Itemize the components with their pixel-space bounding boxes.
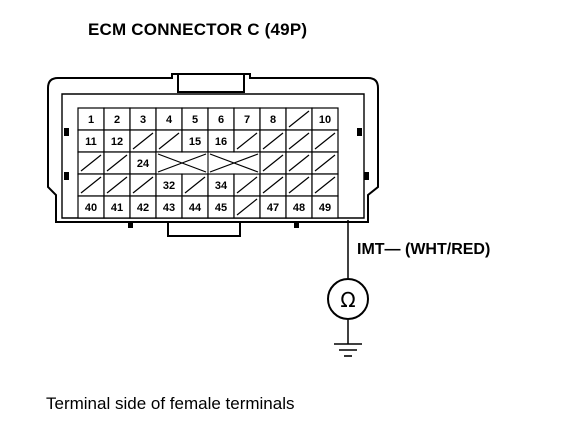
unused-terminal-mark [132,176,154,194]
housing-side-tabs [64,128,369,228]
terminal-cell [311,195,339,219]
blocked-cavity-mark [209,153,259,173]
terminal-number: 5 [192,114,198,126]
terminal-number: 3 [140,114,146,126]
terminal-number: 41 [111,202,123,214]
unused-terminal-mark [106,176,128,194]
terminal-number: 1 [88,114,94,126]
connector-housing [47,73,379,237]
unused-terminal-mark [236,198,258,216]
ground-icon [334,343,362,357]
unused-terminal-mark [314,132,336,150]
terminal-number: 42 [137,202,149,214]
unused-terminal-mark [132,132,154,150]
terminal-number: 45 [215,202,227,214]
unused-terminal-mark [80,154,102,172]
unused-terminal-mark [262,176,284,194]
terminal-number: 16 [215,136,227,148]
unused-terminal-mark [236,132,258,150]
terminal-number: 6 [218,114,224,126]
unused-terminal-mark [158,132,180,150]
terminal-number: 34 [215,180,228,192]
terminal-number: 43 [163,202,175,214]
terminal-number: 10 [319,114,331,126]
unused-terminal-mark [288,154,310,172]
terminal-number: 4 [166,114,173,126]
terminal-number: 7 [244,114,250,126]
terminal-number: 32 [163,180,175,192]
unused-terminal-mark [288,176,310,194]
terminal-number: 12 [111,136,123,148]
unused-terminal-mark [184,176,206,194]
unused-terminal-mark [106,154,128,172]
unused-terminal-mark [80,176,102,194]
terminal-number: 8 [270,114,276,126]
unused-terminal-mark [262,154,284,172]
unused-terminal-mark [262,132,284,150]
terminal-number: 49 [319,202,331,214]
unused-terminal-mark [314,176,336,194]
wire-label: IMT— (WHT/RED) [357,241,491,258]
terminal-number: 15 [189,136,201,148]
page-title: ECM CONNECTOR C (49P) [88,20,308,39]
terminal-number: 11 [85,136,97,148]
terminal-number: 2 [114,114,120,126]
unused-terminal-mark [288,110,310,128]
terminal-number: 24 [137,158,150,170]
caption: Terminal side of female terminals [46,394,295,413]
unused-terminal-mark [314,154,336,172]
ohm-symbol: Ω [340,288,355,312]
terminal-number: 44 [189,202,202,214]
blocked-cavity-mark [157,153,207,173]
unused-terminal-mark [236,176,258,194]
terminal-number: 48 [293,202,305,214]
unused-terminal-mark [288,132,310,150]
terminal-number: 47 [267,202,279,214]
terminal-number: 40 [85,202,97,214]
ohmmeter-icon: Ω [327,278,369,320]
